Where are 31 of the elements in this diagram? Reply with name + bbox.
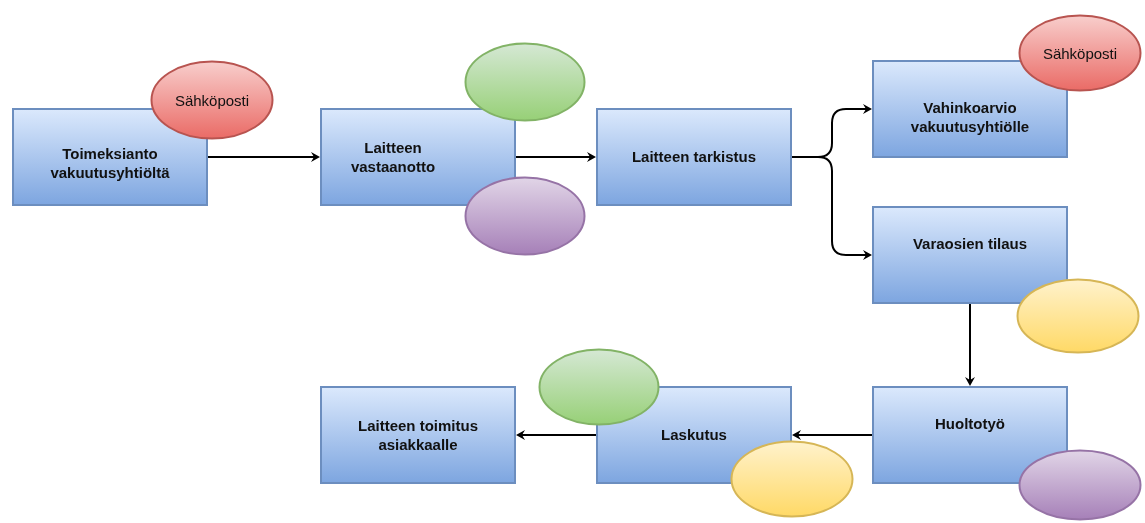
process-box xyxy=(320,108,516,206)
process-label: Toimeksianto vakuutusyhtiöltä xyxy=(49,143,171,183)
process-box xyxy=(596,108,792,206)
ellipse-node xyxy=(150,60,274,140)
arrow xyxy=(792,430,873,440)
ellipse-node xyxy=(1018,449,1142,521)
ellipse-node xyxy=(1016,278,1140,354)
process-label: Huoltotyö xyxy=(935,414,1005,434)
process-box xyxy=(872,386,1068,484)
process-label: Vahinkoarvio vakuutusyhtiölle xyxy=(909,97,1031,137)
ellipse-node xyxy=(538,348,660,426)
arrow xyxy=(965,303,975,386)
process-box xyxy=(12,108,208,206)
node-label: Sähköposti xyxy=(1042,44,1118,62)
process-box xyxy=(872,206,1068,304)
ellipse-node xyxy=(464,42,586,122)
process-label: Laitteen tarkistus xyxy=(631,147,757,167)
process-box xyxy=(320,386,516,484)
process-label: Varaosien tilaus xyxy=(912,234,1028,254)
arrow xyxy=(207,152,320,162)
process-label: Laitteen vastaanotto xyxy=(349,137,437,177)
ellipse-node xyxy=(730,440,854,518)
process-box xyxy=(872,60,1068,158)
process-label: Laskutus xyxy=(661,425,727,445)
arrow xyxy=(516,430,597,440)
arrow xyxy=(791,156,872,260)
ellipse-node xyxy=(464,176,586,256)
arrow xyxy=(515,152,596,162)
process-label: Laitteen toimitus asiakkaalle xyxy=(357,415,479,455)
node-label: Sähköposti xyxy=(174,91,250,109)
ellipse-node xyxy=(1018,14,1142,92)
